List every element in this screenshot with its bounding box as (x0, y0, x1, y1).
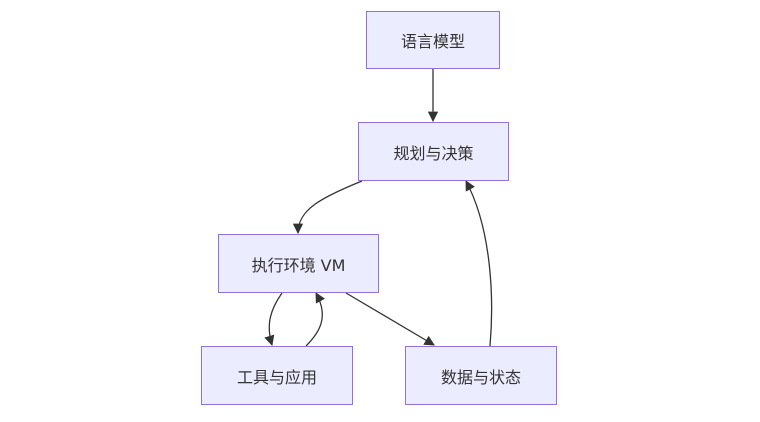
edge-vm-to-tools (264, 292, 283, 346)
node-tools-apps[interactable]: 工具与应用 (201, 346, 353, 405)
node-planning-decision[interactable]: 规划与决策 (358, 122, 509, 181)
node-execution-vm[interactable]: 执行环境 VM (218, 234, 379, 293)
edge-vm-to-data (345, 292, 435, 346)
node-language-model-label: 语言模型 (400, 32, 465, 51)
node-planning-decision-label: 规划与决策 (393, 143, 474, 163)
node-tools-apps-label: 工具与应用 (236, 367, 317, 387)
node-data-state[interactable]: 数据与状态 (405, 346, 557, 405)
edge-plan-to-vm (292, 180, 363, 235)
node-execution-vm-label: 执行环境 VM (251, 255, 346, 275)
node-language-model[interactable]: 语言模型 (366, 11, 500, 69)
edge-tools-to-vm (305, 292, 326, 347)
node-data-state-label: 数据与状态 (440, 367, 521, 387)
edge-data-to-plan (465, 180, 493, 347)
